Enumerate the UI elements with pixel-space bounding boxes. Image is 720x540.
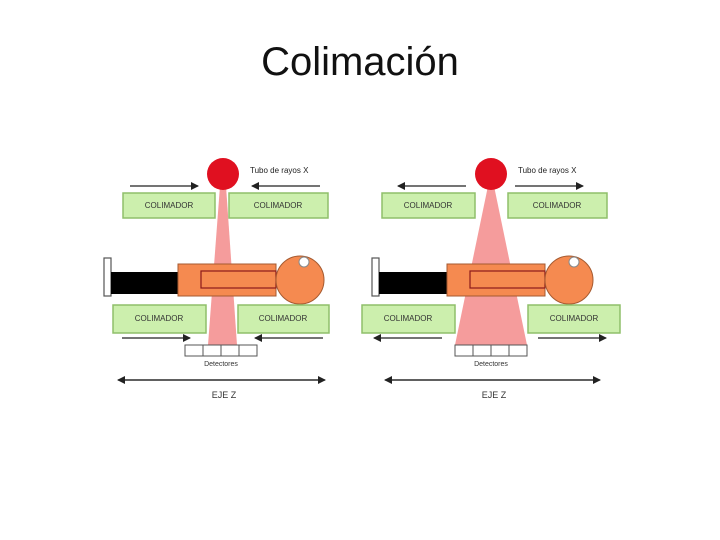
collimator-label: COLIMADOR	[384, 314, 433, 323]
panel-wide-collimation: Tubo de rayos X COLIMADOR COLIMADOR COLI…	[361, 158, 621, 400]
panel-narrow-collimation: Tubo de rayos X COLIMADOR COLIMADOR COLI…	[103, 158, 330, 400]
collimator-label: COLIMADOR	[259, 314, 308, 323]
patient-nose	[298, 256, 310, 268]
collimator-bottom-left: COLIMADOR	[361, 304, 456, 334]
collimator-label: COLIMADOR	[145, 201, 194, 210]
collimator-label: COLIMADOR	[533, 201, 582, 210]
collimator-bottom-right: COLIMADOR	[237, 304, 330, 334]
xray-tube	[475, 158, 507, 190]
detector-array	[454, 344, 528, 357]
slide-title: Colimación	[261, 40, 459, 84]
tube-label: Tubo de rayos X	[250, 166, 309, 175]
detectors-label: Detectores	[474, 361, 508, 368]
collimator-top-right: COLIMADOR	[228, 192, 329, 219]
tube-label: Tubo de rayos X	[518, 166, 577, 175]
collimator-top-right: COLIMADOR	[507, 192, 608, 219]
z-axis-label: EJE Z	[482, 390, 507, 400]
z-axis-label: EJE Z	[212, 390, 237, 400]
collimator-top-left: COLIMADOR	[381, 192, 476, 219]
detector-array	[184, 344, 258, 357]
detectors-label: Detectores	[204, 361, 238, 368]
patient-nose	[568, 256, 580, 268]
table-headboard	[371, 257, 380, 297]
collimator-label: COLIMADOR	[254, 201, 303, 210]
collimator-label: COLIMADOR	[550, 314, 599, 323]
collimator-label: COLIMADOR	[404, 201, 453, 210]
collimator-bottom-right: COLIMADOR	[527, 304, 621, 334]
collimator-label: COLIMADOR	[135, 314, 184, 323]
patient-body	[446, 263, 546, 297]
collimator-top-left: COLIMADOR	[122, 192, 216, 219]
xray-tube	[207, 158, 239, 190]
patient-head	[275, 255, 325, 305]
collimator-bottom-left: COLIMADOR	[112, 304, 207, 334]
patient-table	[111, 272, 181, 294]
patient-table	[379, 272, 449, 294]
table-headboard	[103, 257, 112, 297]
patient-body	[177, 263, 277, 297]
patient-head	[544, 255, 594, 305]
